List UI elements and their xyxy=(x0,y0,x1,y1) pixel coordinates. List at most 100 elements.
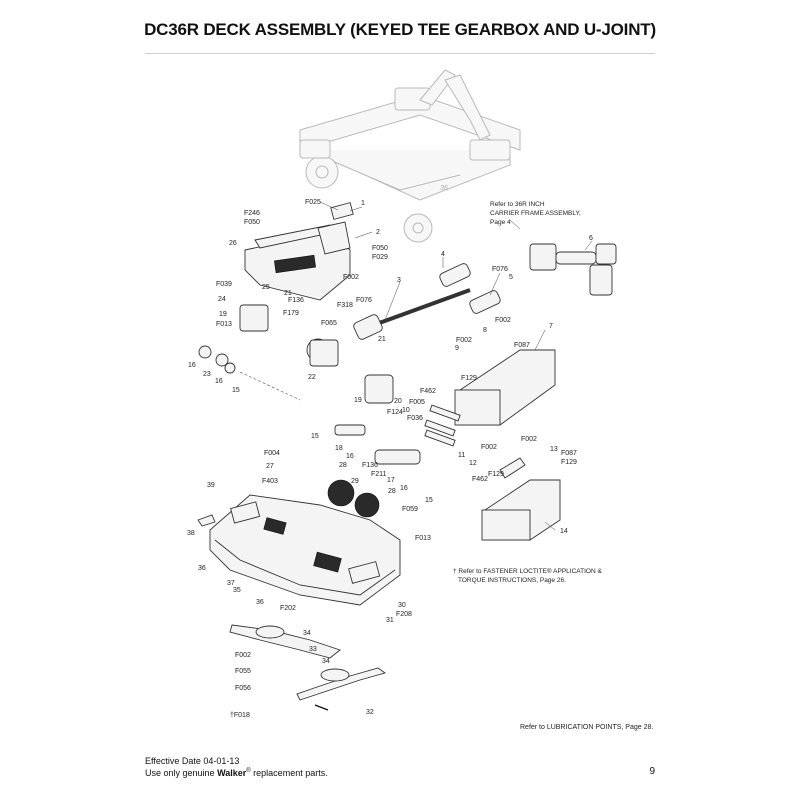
callout-F179: F179 xyxy=(283,310,299,317)
callout-18: 18 xyxy=(335,445,343,452)
mower-blades-illustration xyxy=(229,624,387,711)
callout-12: 12 xyxy=(469,460,477,467)
loctite-note-line-1: † Refer to FASTENER LOCTITE® APPLICATION… xyxy=(453,567,602,575)
callout-F076: F076 xyxy=(492,266,508,273)
callout-11: 11 xyxy=(458,452,465,459)
callout-F013: F013 xyxy=(216,321,232,328)
gearbox-assembly-illustration xyxy=(529,243,617,296)
callout-13: 13 xyxy=(550,446,558,453)
callout-F136: F136 xyxy=(288,297,304,304)
title-divider xyxy=(145,53,655,54)
callout-21: 21 xyxy=(378,336,386,343)
callout-F002: F002 xyxy=(495,317,511,324)
callout-7: 7 xyxy=(549,323,553,330)
callout-F076: F076 xyxy=(356,297,372,304)
callout-F129: F129 xyxy=(461,375,477,382)
callout-F087: F087 xyxy=(561,450,577,457)
callout-10: 10 xyxy=(402,407,410,414)
page-title: DC36R DECK ASSEMBLY (KEYED TEE GEARBOX A… xyxy=(144,20,656,39)
callout-16: 16 xyxy=(188,362,196,369)
registered-mark: ® xyxy=(246,768,251,774)
callout-F002: F002 xyxy=(481,444,497,451)
callout-26: 26 xyxy=(229,240,237,247)
callout-F050: F050 xyxy=(372,245,388,252)
belt-shield-illustration xyxy=(244,202,354,301)
callout-36: 36 xyxy=(256,599,264,606)
loctite-note-line-2: TORQUE INSTRUCTIONS, Page 26. xyxy=(458,577,566,584)
callout-F129: F129 xyxy=(488,471,504,478)
callout-F029: F029 xyxy=(372,254,388,261)
callout-29: 29 xyxy=(351,478,359,485)
callout-5: 5 xyxy=(509,274,513,281)
part-callouts: F025 1 F246 F050 26 2 F050 F029 F002 4 F… xyxy=(187,199,593,719)
callout-F004: F004 xyxy=(264,450,280,457)
callout-16: 16 xyxy=(215,378,223,385)
callout-8: 8 xyxy=(483,327,487,334)
callout-28: 28 xyxy=(339,462,347,469)
callout-F136: F136 xyxy=(362,462,378,469)
callout-F002: F002 xyxy=(456,337,472,344)
genuine-parts-notice: Use only genuine Walker® replacement par… xyxy=(145,768,328,778)
callout-F002: F002 xyxy=(235,652,251,659)
brand-name: Walker xyxy=(217,768,247,778)
callout-F129: F129 xyxy=(561,459,577,466)
callout-6: 6 xyxy=(589,235,593,242)
svg-text:36: 36 xyxy=(440,185,448,192)
genuine-prefix: Use only genuine xyxy=(145,768,218,778)
callout-F202: F202 xyxy=(280,605,296,612)
callout-24: 24 xyxy=(218,296,226,303)
callout-F211: F211 xyxy=(371,471,387,478)
carrier-frame-reference-line-2: CARRIER FRAME ASSEMBLY, xyxy=(490,210,581,217)
callout-F013: F013 xyxy=(415,535,431,542)
carrier-frame-reference-line-1: Refer to 36R INCH xyxy=(490,201,545,208)
callout-F018: †F018 xyxy=(230,712,250,719)
callout-4: 4 xyxy=(441,251,445,258)
callout-32: 32 xyxy=(366,709,374,716)
callout-15: 15 xyxy=(311,433,319,440)
callout-F002: F002 xyxy=(521,436,537,443)
callout-25: 25 xyxy=(262,284,270,291)
leader-lines xyxy=(319,201,593,531)
lubrication-reference: Refer to LUBRICATION POINTS, Page 28. xyxy=(520,724,654,731)
callout-F059: F059 xyxy=(402,506,418,513)
callout-28: 28 xyxy=(388,488,396,495)
callout-14: 14 xyxy=(560,528,568,535)
callout-F246: F246 xyxy=(244,210,260,217)
reference-notes: Refer to 36R INCH CARRIER FRAME ASSEMBLY… xyxy=(453,201,602,584)
callout-F208: F208 xyxy=(396,611,412,618)
callout-1: 1 xyxy=(361,200,365,207)
callout-F056: F056 xyxy=(235,685,251,692)
right-gearbox-illustration xyxy=(327,374,526,518)
callout-20: 20 xyxy=(394,398,402,405)
callout-33: 33 xyxy=(309,646,317,653)
callout-F025: F025 xyxy=(305,199,321,206)
callout-3: 3 xyxy=(397,277,401,284)
page-number: 9 xyxy=(649,766,655,777)
callout-F318: F318 xyxy=(337,302,353,309)
callout-F039: F039 xyxy=(216,281,232,288)
callout-F124: F124 xyxy=(387,409,403,416)
callout-17: 17 xyxy=(387,477,395,484)
callout-F002: F002 xyxy=(343,274,359,281)
genuine-suffix: replacement parts. xyxy=(250,768,328,778)
callout-38: 38 xyxy=(187,530,195,537)
callout-39: 39 xyxy=(207,482,215,489)
callout-35: 35 xyxy=(233,587,241,594)
callout-21: 21 xyxy=(284,290,292,297)
callout-34: 34 xyxy=(303,630,311,637)
callout-36: 36 xyxy=(198,565,206,572)
callout-19: 19 xyxy=(219,311,227,318)
callout-15: 15 xyxy=(232,387,240,394)
callout-F050: F050 xyxy=(244,219,260,226)
callout-23: 23 xyxy=(203,371,211,378)
callout-31: 31 xyxy=(386,617,394,624)
carrier-frame-reference-line-3: Page 4 xyxy=(490,219,511,226)
callout-37: 37 xyxy=(227,580,235,587)
callout-16: 16 xyxy=(400,485,408,492)
callout-2: 2 xyxy=(376,229,380,236)
callout-F087: F087 xyxy=(514,342,530,349)
left-gearbox-illustration xyxy=(198,304,339,401)
callout-F462: F462 xyxy=(472,476,488,483)
effective-date: Effective Date 04-01-13 xyxy=(145,756,240,766)
